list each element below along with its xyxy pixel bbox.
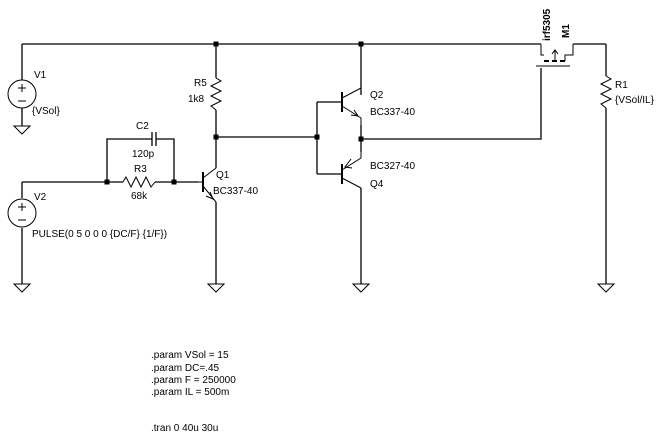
c2-ref: C2 xyxy=(136,121,149,132)
q4-ref: Q4 xyxy=(370,179,384,190)
r5-ref: R5 xyxy=(194,78,207,89)
q1-ref: Q1 xyxy=(216,170,230,181)
q4-value: BC327-40 xyxy=(370,161,415,172)
capacitor-c2[interactable] xyxy=(151,132,157,146)
m1-value: irf5305 xyxy=(542,8,553,41)
c2-value: 120p xyxy=(132,149,155,160)
q1-value: BC337-40 xyxy=(213,186,258,197)
q2-ref: Q2 xyxy=(370,90,384,101)
v1-ref: V1 xyxy=(34,70,47,81)
q2-value: BC337-40 xyxy=(370,107,415,118)
resistor-r5[interactable] xyxy=(209,77,223,111)
wires xyxy=(21,43,607,284)
transistor-q1[interactable] xyxy=(198,167,217,203)
spice-directives: .param VSol = 15 .param DC=.45 .param F … xyxy=(151,350,236,434)
resistor-r3[interactable] xyxy=(122,175,156,189)
r1-ref: R1 xyxy=(615,80,628,91)
directive-il: .param IL = 500m xyxy=(151,387,229,398)
voltage-source-v2[interactable] xyxy=(7,198,37,228)
r3-ref: R3 xyxy=(134,164,147,175)
transistor-q4[interactable] xyxy=(341,152,362,189)
mosfet-m1[interactable] xyxy=(536,44,574,67)
r1-value: {VSol/IL} xyxy=(615,95,655,106)
directive-f: .param F = 250000 xyxy=(151,375,236,386)
resistor-r1[interactable] xyxy=(599,75,613,109)
v2-value: PULSE(0 5 0 0 0 {DC/F} {1/F}) xyxy=(32,229,167,240)
transistor-q2[interactable] xyxy=(341,87,362,125)
junction-dots xyxy=(104,41,364,185)
v1-value: {VSol} xyxy=(32,106,60,117)
directive-dc: .param DC=.45 xyxy=(151,363,220,374)
m1-ref: M1 xyxy=(561,24,572,38)
r5-value: 1k8 xyxy=(188,94,205,105)
ground-symbols xyxy=(12,125,616,293)
r3-value: 68k xyxy=(131,191,148,202)
directive-tran: .tran 0 40u 30u xyxy=(151,423,218,434)
v2-ref: V2 xyxy=(34,192,47,203)
voltage-source-v1[interactable] xyxy=(7,79,37,109)
directive-vsol: .param VSol = 15 xyxy=(151,350,229,361)
